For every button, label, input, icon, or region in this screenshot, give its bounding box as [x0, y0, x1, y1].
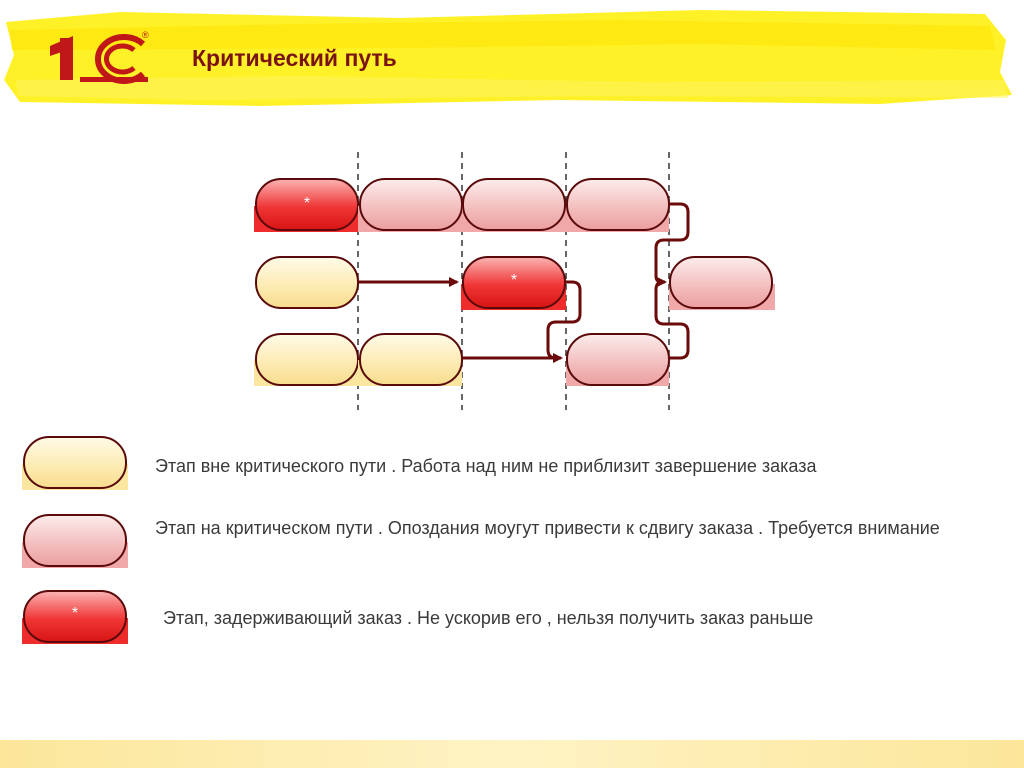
row-2: * — [255, 256, 775, 310]
header-highlighter-banner — [4, 10, 1012, 106]
legend-text-critical-delay: Этап, задерживающий заказ . Не ускорив е… — [163, 608, 814, 628]
logo-registered-mark: ® — [142, 30, 149, 40]
page-title: Критический путь — [192, 45, 397, 71]
arrow-delay-stage-down — [546, 280, 582, 360]
stage-critical — [566, 178, 670, 231]
legend-critical-delay-mark: * — [72, 605, 78, 622]
critical-delay-mark: * — [511, 272, 517, 289]
legend-text-critical: Этап на критическом пути . Опоздания моу… — [155, 518, 940, 538]
critical-delay-mark: * — [304, 195, 310, 212]
1c-logo-icon: ® — [50, 30, 149, 84]
stage-non-critical — [255, 256, 359, 309]
legend-swatch-critical-delay: * — [22, 590, 128, 644]
footer-strip — [0, 740, 1024, 768]
legend-swatch-critical — [22, 514, 128, 568]
arrow-row1-end-down — [654, 202, 690, 287]
highlighter-stroke-edge — [10, 20, 996, 50]
stage-critical-delay — [255, 178, 359, 231]
arrow-row3-end-up — [654, 280, 690, 360]
stage-non-critical — [359, 333, 463, 386]
row-1: * — [254, 178, 670, 232]
logo-one-flag — [50, 36, 73, 56]
legend-text-non-critical: Этап вне критического пути . Работа над … — [155, 456, 817, 476]
stage-critical — [669, 256, 773, 309]
logo-underline — [80, 77, 148, 82]
dependency-arrows — [358, 202, 690, 363]
stage-critical — [566, 333, 670, 386]
stage-critical — [359, 178, 463, 231]
highlighter-stroke-lower — [16, 76, 1008, 100]
row-3 — [254, 333, 670, 386]
stage-non-critical — [255, 333, 359, 386]
stage-critical — [462, 178, 566, 231]
logo-c-inner — [104, 43, 136, 75]
critical-path-diagram: * * — [254, 152, 775, 410]
legend-swatch-non-critical — [22, 436, 128, 490]
